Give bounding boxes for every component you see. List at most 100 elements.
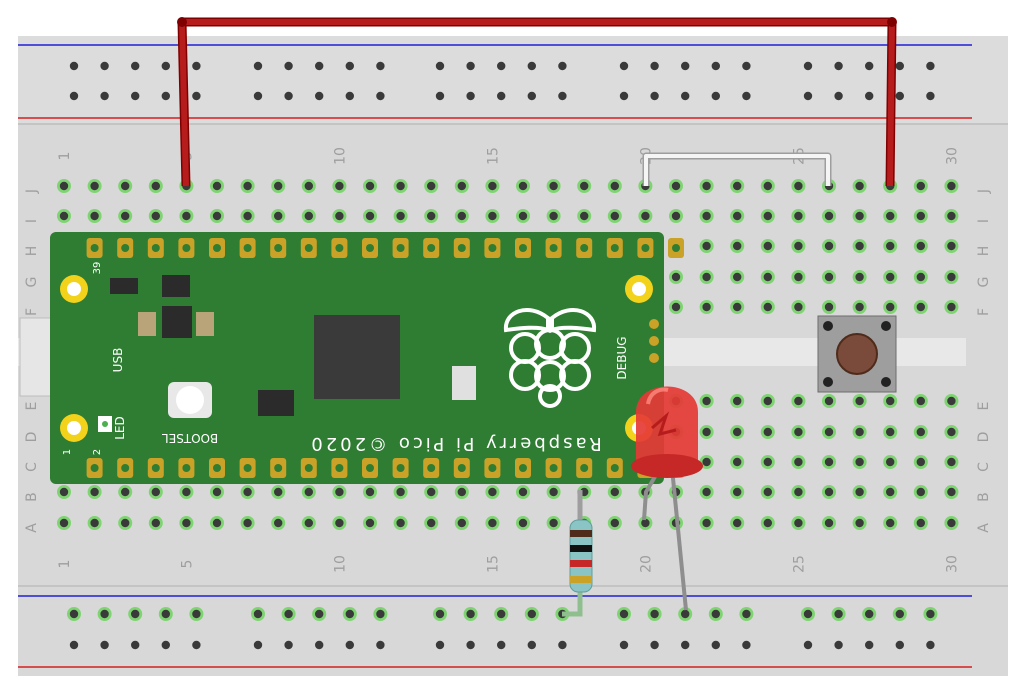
row-letter-right: A <box>976 523 992 533</box>
breadboard-hole <box>855 518 864 528</box>
breadboard-hole <box>488 487 497 497</box>
breadboard-hole <box>243 518 252 528</box>
resistor <box>562 490 593 617</box>
breadboard-hole <box>947 211 956 221</box>
column-number-top: 1 <box>57 152 73 161</box>
red-wire-bend-right <box>887 17 897 27</box>
row-letter-left: E <box>24 402 40 411</box>
breadboard-hole <box>182 518 191 528</box>
power-rail-hole <box>69 61 79 71</box>
breadboard-hole <box>671 181 681 191</box>
pico-capacitor-2 <box>196 312 214 336</box>
row-letter-right: B <box>976 492 992 502</box>
breadboard-hole <box>702 211 711 221</box>
breadboard-hole <box>427 181 436 191</box>
power-rail-hole <box>834 61 843 71</box>
breadboard-hole <box>947 272 956 282</box>
pico-mount-hole-bl-inner <box>67 421 81 435</box>
resistor-band-2 <box>570 545 592 552</box>
push-button-corner-tr <box>881 321 891 331</box>
breadboard-hole <box>304 181 313 191</box>
power-rail-hole <box>527 640 536 650</box>
pico-pin-pad-bottom-hole <box>151 464 160 472</box>
breadboard-hole <box>457 487 466 497</box>
breadboard-hole <box>733 272 742 282</box>
breadboard-hole <box>824 241 834 251</box>
breadboard-hole <box>641 518 650 528</box>
breadboard-hole <box>733 518 742 528</box>
power-rail-hole <box>742 640 751 650</box>
breadboard-hole <box>580 181 589 191</box>
pico-pin-pad-top-hole <box>151 244 160 252</box>
breadboard-hole <box>243 487 252 497</box>
breadboard-hole <box>824 487 834 497</box>
power-rail-hole <box>100 640 109 650</box>
resistor-body <box>569 519 593 593</box>
power-rail-hole <box>435 61 445 71</box>
breadboard-hole <box>365 487 375 497</box>
led-anode-lead <box>670 467 688 611</box>
power-rail-hole <box>192 61 201 71</box>
power-rail-hole <box>345 640 354 650</box>
pico-pin-pad-top-hole <box>335 244 344 252</box>
breadboard-hole <box>855 181 864 191</box>
pico-pin-pad-bottom-hole <box>580 464 589 472</box>
breadboard-hole <box>304 518 313 528</box>
pico-pin-pad-top-hole <box>672 244 680 252</box>
breadboard-hole <box>702 302 711 312</box>
power-rail-hole <box>284 640 293 650</box>
pico-pin-pad-top-hole <box>488 244 497 252</box>
breadboard-hole <box>886 211 895 221</box>
breadboard-hole <box>212 518 222 528</box>
breadboard-hole <box>794 181 803 191</box>
breadboard-hole <box>335 518 344 528</box>
breadboard-hole <box>121 211 130 221</box>
power-rail-hole <box>161 609 170 619</box>
row-letter-left: J <box>24 189 40 194</box>
power-rail-hole <box>131 609 140 619</box>
power-rail-hole <box>711 61 720 71</box>
breadboard-hole <box>855 302 864 312</box>
breadboard-hole <box>90 211 99 221</box>
breadboard-hole <box>396 181 405 191</box>
power-rail-hole <box>497 61 506 71</box>
pico-pin-pad-bottom-hole <box>304 464 313 472</box>
breadboard-hole <box>396 518 405 528</box>
breadboard-hole <box>610 518 619 528</box>
breadboard-hole <box>916 518 925 528</box>
column-number-bottom: 25 <box>791 555 807 573</box>
pico-pin-pad-top-hole <box>304 244 313 252</box>
power-rail-hole <box>69 640 79 650</box>
breadboard-hole <box>549 487 558 497</box>
breadboard-hole <box>243 211 252 221</box>
row-letter-right: J <box>976 189 992 194</box>
power-rail-hole <box>466 91 475 101</box>
breadboard-hole <box>886 396 895 406</box>
power-rail-hole <box>650 91 659 101</box>
power-rail-hole <box>284 609 293 619</box>
breadboard-hole <box>488 211 497 221</box>
breadboard-hole <box>763 241 772 251</box>
power-rail-hole <box>926 609 935 619</box>
power-rail-hole <box>865 609 874 619</box>
pico-pin-pad-bottom-hole <box>274 464 283 472</box>
breadboard-hole <box>916 487 925 497</box>
breadboard-hole <box>824 302 834 312</box>
breadboard-hole <box>335 181 344 191</box>
breadboard-hole <box>427 211 436 221</box>
breadboard-hole <box>733 241 742 251</box>
row-letter-right: D <box>976 432 992 443</box>
breadboard-hole <box>518 487 528 497</box>
power-rail-hole <box>803 61 813 71</box>
pico-pin-pad-bottom-hole <box>90 464 99 472</box>
pico-debug-label: DEBUG <box>615 336 629 379</box>
pico-pin-pad-bottom-hole <box>396 464 405 472</box>
breadboard-hole <box>274 487 283 497</box>
pico-pin-pad-bottom-hole <box>366 464 374 472</box>
breadboard-hole <box>794 427 803 437</box>
breadboard-hole <box>886 457 895 467</box>
breadboard-hole <box>90 181 99 191</box>
pico-pin-pad-top-hole <box>549 244 558 252</box>
row-letter-left: C <box>24 462 40 472</box>
